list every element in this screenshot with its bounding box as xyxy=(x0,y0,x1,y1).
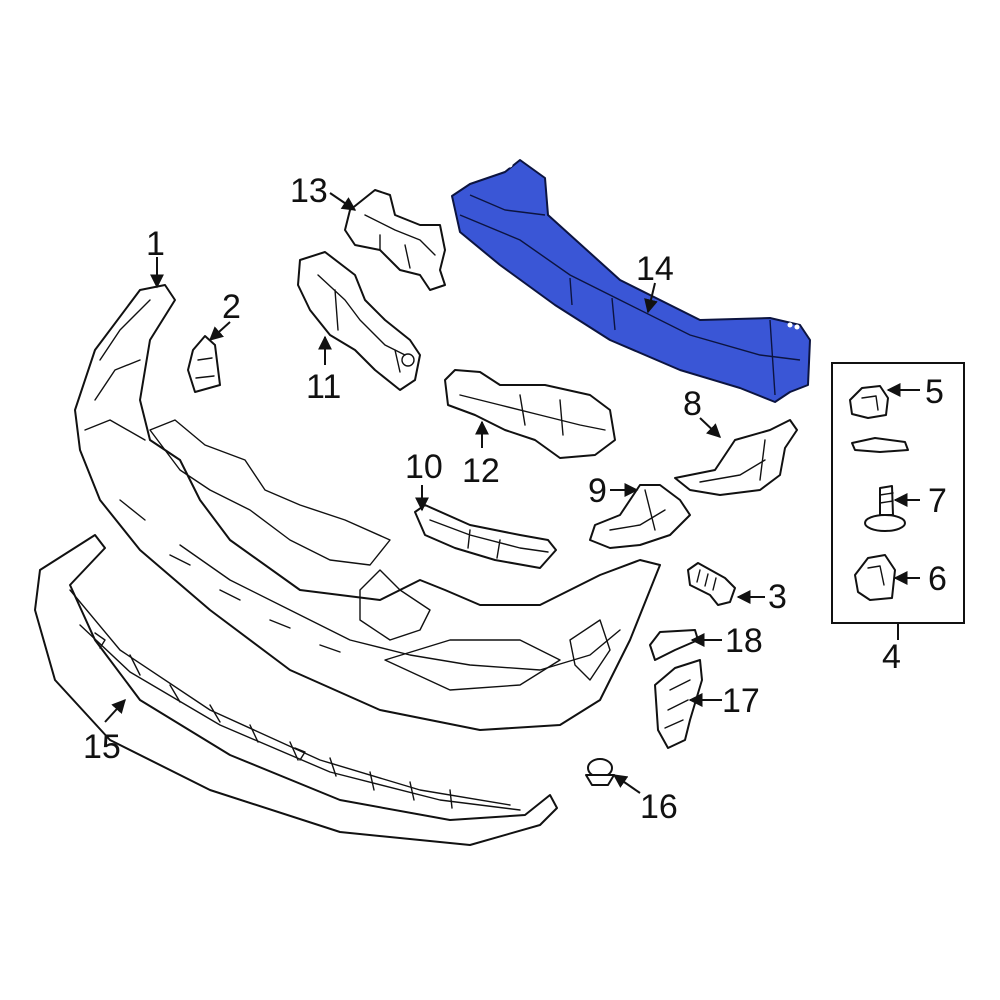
callout-1: 1 xyxy=(146,225,165,263)
bracket-2 xyxy=(187,335,221,393)
bolt-3 xyxy=(687,562,736,606)
callout-14: 14 xyxy=(636,250,674,288)
callout-3: 3 xyxy=(768,578,787,616)
callout-4: 4 xyxy=(882,638,901,676)
leader-lines xyxy=(104,192,920,794)
clip-5b xyxy=(851,437,909,453)
lower-lip-spoiler xyxy=(34,534,558,846)
callout-9: 9 xyxy=(588,472,607,510)
callout-15: 15 xyxy=(83,728,121,766)
callouts: 1 2 3 4 5 6 7 8 9 10 11 12 13 14 15 16 1… xyxy=(83,172,947,826)
callout-16: 16 xyxy=(640,788,678,826)
bracket-8 xyxy=(674,419,798,496)
callout-17: 17 xyxy=(722,682,760,720)
clip-5 xyxy=(849,385,889,419)
bracket-17 xyxy=(654,659,703,749)
callout-7: 7 xyxy=(928,482,947,520)
screw-7 xyxy=(864,485,906,532)
callout-12: 12 xyxy=(462,452,500,490)
callout-2: 2 xyxy=(222,288,241,326)
bracket-12 xyxy=(444,369,616,459)
bumper-cover xyxy=(74,284,661,731)
side-bracket-11 xyxy=(297,251,421,391)
callout-5: 5 xyxy=(925,373,944,411)
clip-18 xyxy=(649,629,699,661)
upper-bracket-13 xyxy=(344,189,446,291)
bracket-10 xyxy=(414,504,557,569)
callout-18: 18 xyxy=(725,622,763,660)
callout-13: 13 xyxy=(290,172,328,210)
callout-10: 10 xyxy=(405,448,443,486)
push-pin-16 xyxy=(585,758,615,786)
callout-8: 8 xyxy=(683,385,702,423)
nut-6 xyxy=(854,554,896,601)
reinforcement-beam-14 xyxy=(451,159,811,403)
callout-11: 11 xyxy=(306,368,341,406)
callout-6: 6 xyxy=(928,560,947,598)
